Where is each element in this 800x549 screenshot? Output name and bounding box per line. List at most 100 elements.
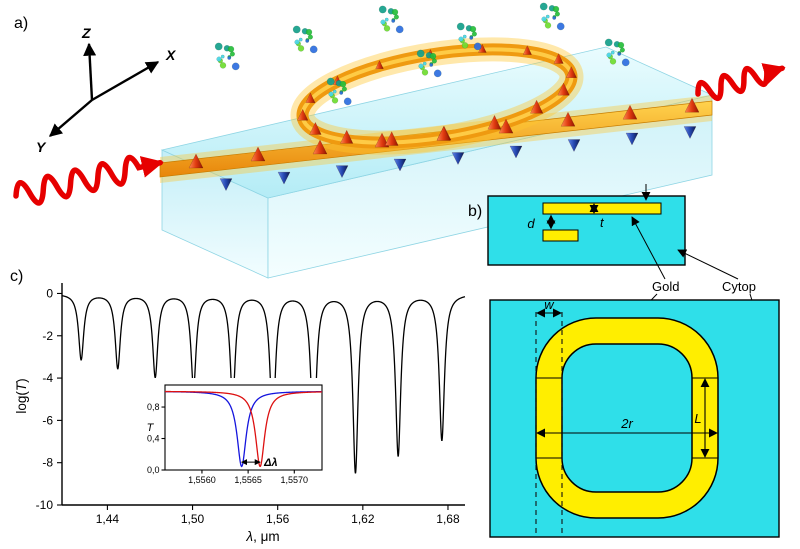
nanocone xyxy=(553,53,564,64)
dim-t-label: t xyxy=(600,215,605,230)
x-tick-label: 1,44 xyxy=(96,512,120,526)
cytop-pointer-up xyxy=(677,249,739,280)
molecule-blob xyxy=(384,17,389,22)
protein-molecule xyxy=(416,49,442,78)
molecule-blob xyxy=(429,63,434,67)
y-axis-arrow xyxy=(49,99,93,137)
molecule-blob xyxy=(298,37,303,42)
y-tick-label: -8 xyxy=(42,456,53,470)
nanocone xyxy=(375,60,384,70)
nanocone-reflection xyxy=(219,178,233,192)
molecule-blob xyxy=(309,45,318,54)
dim-d-label: d xyxy=(527,216,535,231)
molecule-blob xyxy=(458,36,464,42)
molecule-blob xyxy=(456,22,465,31)
nanocone-reflection xyxy=(451,152,465,166)
molecule-blob xyxy=(378,5,387,14)
delta-lambda-label: Δλ xyxy=(263,457,278,469)
molecule-blob xyxy=(227,56,232,60)
molecule-blob xyxy=(307,34,313,40)
inset-y-tick-label: 0,0 xyxy=(147,465,160,475)
output-light-wave xyxy=(695,63,786,102)
protein-molecule xyxy=(604,38,630,67)
molecule-blob xyxy=(556,22,565,31)
y-tick-label: -4 xyxy=(42,371,53,385)
molecule-blob xyxy=(219,62,227,69)
molecule-blob xyxy=(610,50,615,55)
nanocone xyxy=(436,125,451,141)
molecule-blob xyxy=(429,52,437,60)
molecule-blob xyxy=(416,49,425,58)
molecule-blob xyxy=(469,36,474,40)
dim-2r-label: 2r xyxy=(620,416,633,431)
molecule-blob xyxy=(339,91,344,95)
y-axis-label-3d: Y xyxy=(36,139,47,155)
z-axis-arrow xyxy=(83,42,97,101)
nanocone xyxy=(384,131,399,146)
nanocone-reflection xyxy=(625,132,639,146)
inset-curve-resonance-after-shift xyxy=(165,390,323,468)
nanocone xyxy=(305,92,316,104)
molecule-blob xyxy=(471,31,477,37)
molecule-blob xyxy=(393,14,399,20)
molecule-blob xyxy=(552,5,560,13)
dim-L-label: L xyxy=(694,411,701,426)
x-tick-label: 1,62 xyxy=(351,512,375,526)
z-axis-label: Z xyxy=(81,25,91,41)
inset-x-tick-label: 1,5570 xyxy=(281,475,309,485)
transmission-curve xyxy=(61,295,466,474)
inset-background xyxy=(142,378,336,488)
inset-x-tick-label: 1,5565 xyxy=(234,475,262,485)
molecule-blob xyxy=(383,25,391,32)
molecule-blob xyxy=(332,89,337,94)
inset-y-tick-label: 0,8 xyxy=(147,402,160,412)
molecule-blob xyxy=(617,41,625,49)
nanocone xyxy=(565,66,577,78)
nanocone-reflection xyxy=(509,145,523,159)
molecule-blob xyxy=(462,34,467,39)
molecule-blob xyxy=(227,45,235,53)
protein-molecule xyxy=(378,5,404,34)
x-tick-label: 1,50 xyxy=(181,512,205,526)
gold-strip-top xyxy=(542,202,662,215)
molecule-blob xyxy=(604,38,613,47)
protein-molecule xyxy=(456,22,482,51)
x-tick-label: 1,56 xyxy=(266,512,290,526)
molecule-blob xyxy=(617,52,622,56)
inset-y-axis-title: T xyxy=(147,422,155,434)
molecule-blob xyxy=(391,8,399,16)
y-tick-label: 0 xyxy=(46,286,53,300)
molecule-blob xyxy=(214,42,223,51)
molecule-blob xyxy=(343,97,352,106)
gold-pointer-up xyxy=(631,216,666,280)
nanocone xyxy=(522,45,532,55)
panel-a-label: a) xyxy=(14,15,28,32)
molecule-blob xyxy=(541,16,547,22)
panel-c-label: c) xyxy=(10,268,23,285)
molecule-blob xyxy=(305,39,310,43)
nanocone-reflection xyxy=(683,126,697,140)
coordinate-axes: Z X Y xyxy=(36,25,177,155)
nanocone xyxy=(557,82,570,96)
molecule-blob xyxy=(341,86,347,92)
molecule-blob xyxy=(544,22,552,29)
x-axis-title: λ, μm xyxy=(245,529,279,544)
molecule-blob xyxy=(621,58,630,67)
nanocone-reflection xyxy=(335,165,349,179)
molecule-blob xyxy=(229,51,235,57)
nanocone xyxy=(312,139,328,155)
racetrack-resonator xyxy=(535,317,719,519)
molecule-blob xyxy=(554,11,560,17)
inset-frame xyxy=(164,384,323,471)
nanocone xyxy=(622,104,638,120)
y-axis-title: log(T) xyxy=(14,378,29,413)
molecule-blob xyxy=(305,28,313,36)
molecule-blob xyxy=(606,52,612,58)
nanocone xyxy=(188,153,204,169)
nanocone xyxy=(297,108,309,121)
nanocone xyxy=(250,146,266,162)
